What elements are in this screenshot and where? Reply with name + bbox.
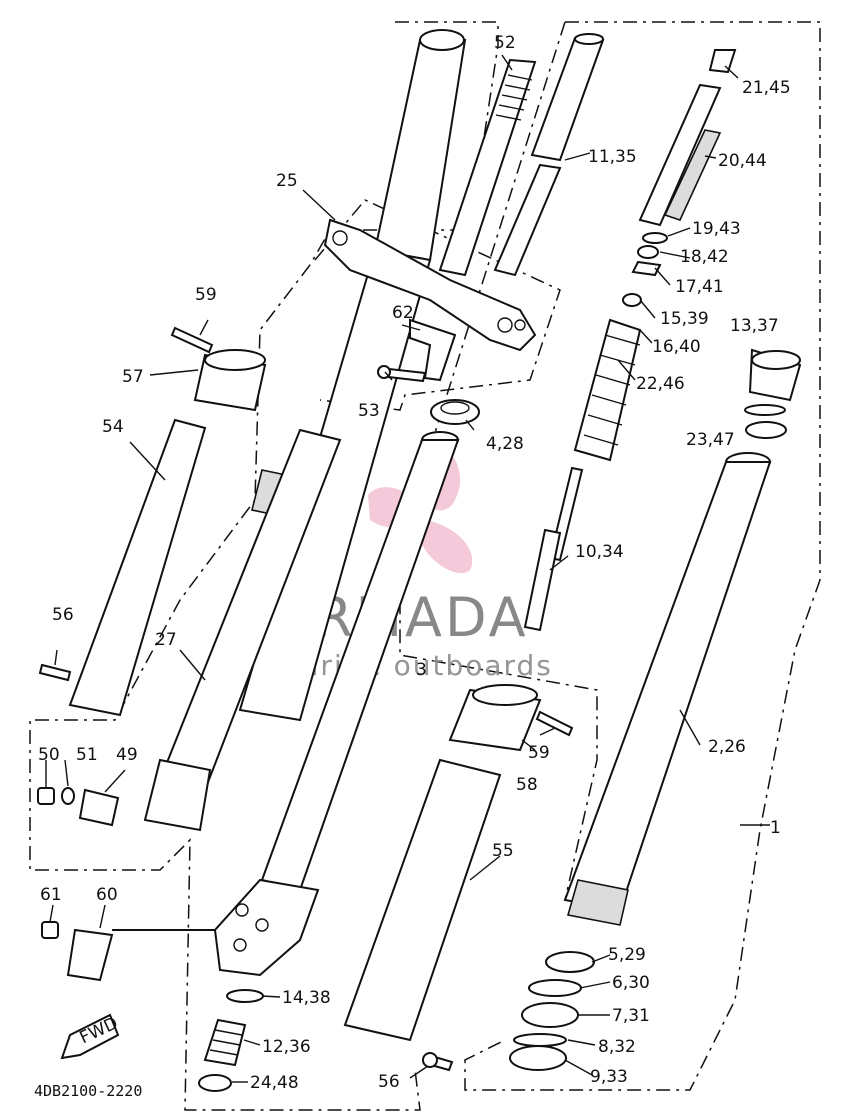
callout-22-46: 22,46 — [636, 374, 685, 394]
callout-14-38: 14,38 — [282, 988, 331, 1008]
guard-57 — [170, 326, 267, 412]
callout-50: 50 — [38, 745, 60, 765]
callout-16-40: 16,40 — [652, 337, 701, 357]
callout-11-35: 11,35 — [588, 147, 637, 167]
callout-9-33: 9,33 — [590, 1067, 628, 1087]
callout-19-43: 19,43 — [692, 219, 741, 239]
callout-24-48: 24,48 — [250, 1073, 299, 1093]
group-outlines — [29, 21, 821, 1111]
callout-62: 62 — [392, 303, 414, 323]
outer-tube-right — [563, 452, 772, 926]
callout-51: 51 — [76, 745, 98, 765]
callout-13-37: 13,37 — [730, 316, 779, 336]
callout-8-32: 8,32 — [598, 1037, 636, 1057]
callout-7-31: 7,31 — [612, 1006, 650, 1026]
callout-59-top: 59 — [195, 285, 217, 305]
callout-5-29: 5,29 — [608, 945, 646, 965]
callout-15-39: 15,39 — [660, 309, 709, 329]
upper-bracket-25 — [323, 218, 537, 352]
callout-6-30: 6,30 — [612, 973, 650, 993]
bracket-60-61 — [41, 921, 215, 982]
callout-3: 3 — [416, 660, 427, 680]
callout-27: 27 — [155, 630, 177, 650]
guard-58 — [448, 684, 574, 752]
callout-56-left: 56 — [52, 605, 74, 625]
seal-stack-5-9 — [509, 951, 595, 1071]
callout-57: 57 — [122, 367, 144, 387]
callout-54: 54 — [102, 417, 124, 437]
protector-54 — [68, 418, 207, 717]
callout-23-47: 23,47 — [686, 430, 735, 450]
cap-13-37 — [744, 348, 802, 439]
callout-60: 60 — [96, 885, 118, 905]
fwd-arrow: FWD — [60, 1013, 121, 1060]
callout-61: 61 — [40, 885, 62, 905]
leader-lines — [45, 54, 770, 1083]
callout-58: 58 — [516, 775, 538, 795]
callout-17-41: 17,41 — [675, 277, 724, 297]
callout-1: 1 — [770, 818, 781, 838]
clamp-49-50-51 — [37, 787, 120, 827]
callout-59-mid: 59 — [528, 743, 550, 763]
callout-20-44: 20,44 — [718, 151, 767, 171]
protector-55 — [343, 758, 502, 1042]
rod-52 — [438, 58, 537, 277]
tube-11-35 — [493, 33, 605, 277]
diagram-code: 4DB2100-2220 — [34, 1082, 142, 1100]
bolt-56-left — [38, 663, 72, 682]
bolt-56-lower — [422, 1052, 454, 1072]
callout-labels: 52 21,45 11,35 20,44 25 19,43 18,42 17,4… — [34, 33, 791, 1100]
callout-55: 55 — [492, 841, 514, 861]
outer-tube-27 — [143, 428, 342, 832]
callout-2-26: 2,26 — [708, 737, 746, 757]
callout-4-28: 4,28 — [486, 434, 524, 454]
callout-25: 25 — [276, 171, 298, 191]
callout-56-bottom: 56 — [378, 1072, 400, 1092]
callout-18-42: 18,42 — [680, 247, 729, 267]
bracket-62 — [377, 318, 457, 383]
seal-4-28 — [430, 399, 480, 425]
axle-holder-lower — [213, 878, 320, 977]
callout-21-45: 21,45 — [742, 78, 791, 98]
bolt-group-bottom — [198, 989, 264, 1092]
callout-12-36: 12,36 — [262, 1037, 311, 1057]
callout-52: 52 — [494, 33, 516, 53]
callout-49: 49 — [116, 745, 138, 765]
damper-rod-assembly — [523, 49, 737, 632]
callout-10-34: 10,34 — [575, 542, 624, 562]
callout-53: 53 — [358, 401, 380, 421]
